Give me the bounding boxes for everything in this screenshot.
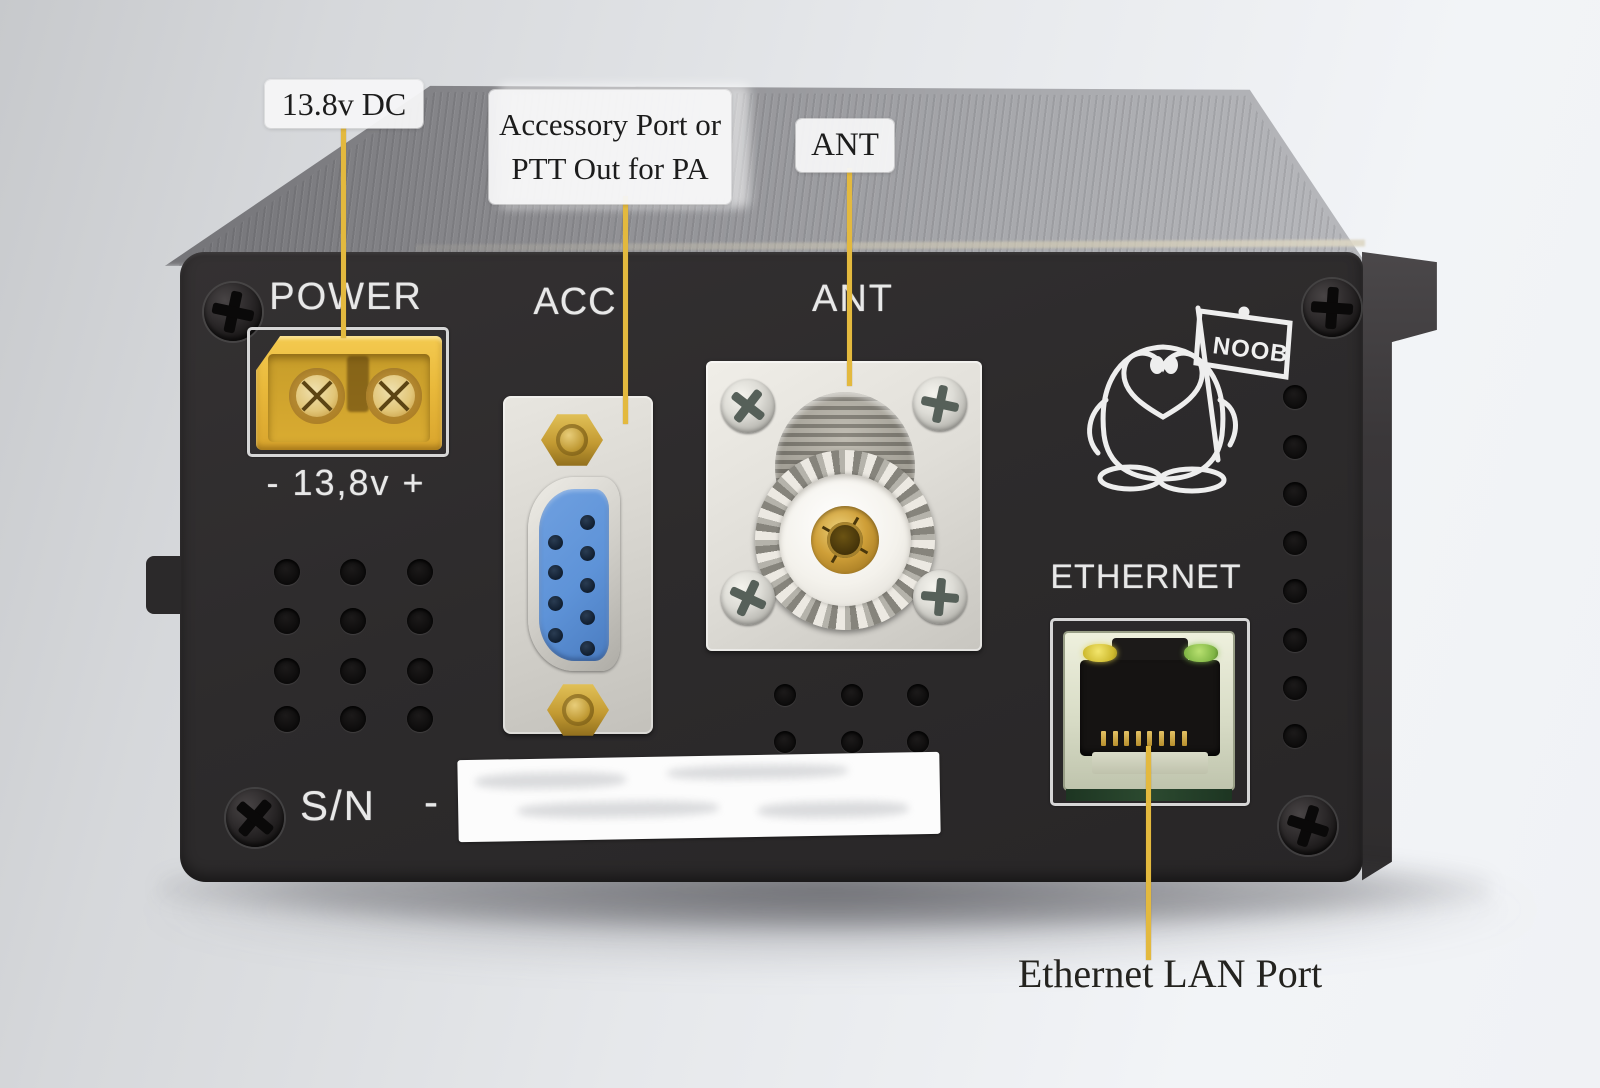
ant-section-label: ANT <box>812 278 894 320</box>
rj45-pin <box>1158 731 1164 746</box>
power-section-label: POWER <box>269 276 423 318</box>
power-voltage-label: - 13,8v + <box>266 462 426 503</box>
rj45-pin <box>1112 731 1118 746</box>
plate-screw-bottom-left <box>721 571 775 625</box>
vent-hole-middle <box>907 731 929 753</box>
ethernet-section-label: ETHERNET <box>1050 558 1242 596</box>
db9-pin-hole <box>547 534 563 550</box>
db9-pin-hole <box>579 609 595 625</box>
serial-dash: - <box>424 778 438 825</box>
callout-box-ant: ANT <box>796 119 894 172</box>
db9-pin-hole <box>547 564 563 580</box>
vent-hole-right <box>1283 385 1307 409</box>
vent-hole-right <box>1283 531 1307 555</box>
xt60-socket-negative <box>289 368 345 424</box>
vent-hole-right <box>1283 724 1307 748</box>
vent-hole-right <box>1283 676 1307 700</box>
vent-hole-middle <box>774 684 796 706</box>
vent-hole-left <box>274 559 300 585</box>
acc-section-label: ACC <box>533 281 617 323</box>
db9-pin-hole <box>579 640 595 656</box>
penguin-logo: NOOB <box>1087 305 1293 494</box>
db9-pin-hole <box>579 577 595 593</box>
vent-hole-left <box>274 706 300 732</box>
vent-hole-right <box>1283 482 1307 506</box>
left-case-tab <box>146 556 186 614</box>
leader-line-power <box>341 126 346 338</box>
plate-screw-top-left <box>721 379 775 433</box>
vent-hole-left <box>407 658 433 684</box>
db9-pin-hole <box>547 627 563 643</box>
power-connector-outline <box>247 327 449 457</box>
noob-flag <box>1193 308 1293 380</box>
vent-hole-right <box>1283 628 1307 652</box>
rj45-led-green <box>1184 644 1218 662</box>
vent-hole-left <box>340 658 366 684</box>
corner-screw-top-right <box>1303 279 1361 337</box>
db9-pin-hole <box>547 595 563 611</box>
callout-box-power: 13.8v DC <box>265 80 423 128</box>
corner-screw-bottom-right <box>1279 797 1337 855</box>
vent-hole-middle <box>841 684 863 706</box>
rj45-pin <box>1124 731 1129 746</box>
vent-hole-left <box>274 608 300 634</box>
vent-hole-left <box>407 706 433 732</box>
serial-sticker <box>457 751 941 843</box>
callout-accessory-line2: PTT Out for PA <box>511 151 709 186</box>
leader-line-accessory <box>623 196 628 424</box>
vent-hole-left <box>274 658 300 684</box>
noob-flag-text: NOOB <box>1211 332 1290 368</box>
rj45-pin <box>1101 731 1106 746</box>
vent-hole-middle <box>774 731 796 753</box>
leader-line-ant <box>847 168 852 386</box>
rj45-pin <box>1135 731 1141 746</box>
vent-hole-right <box>1283 579 1307 603</box>
db9-pin-hole <box>579 545 595 561</box>
rj45-pin <box>1170 731 1175 746</box>
device-right-side <box>1362 251 1437 881</box>
vent-hole-right <box>1283 435 1307 459</box>
callout-box-accessory: Accessory Port or PTT Out for PA <box>489 90 731 204</box>
vent-hole-left <box>407 608 433 634</box>
rj45-pin <box>1181 731 1187 746</box>
serial-label: S/N <box>300 782 377 829</box>
vent-hole-middle <box>841 731 863 753</box>
corner-screw-top-left <box>204 283 262 341</box>
vent-hole-left <box>340 706 366 732</box>
plate-screw-bottom-right <box>913 570 967 624</box>
vent-hole-left <box>407 559 433 585</box>
vent-hole-left <box>340 608 366 634</box>
corner-screw-bottom-left <box>226 789 284 847</box>
vent-hole-middle <box>907 684 929 706</box>
plate-screw-top-right <box>913 377 967 431</box>
callout-accessory-line1: Accessory Port or <box>498 107 722 142</box>
penguin-eye-right <box>1164 356 1178 374</box>
noob-flag-pole <box>1195 305 1221 463</box>
vent-hole-left <box>340 559 366 585</box>
so239-center-socket <box>811 506 879 574</box>
rj45-led-yellow <box>1083 644 1117 662</box>
noob-dot <box>1238 306 1250 318</box>
leader-line-ethernet <box>1146 746 1151 960</box>
callout-text-ethernet: Ethernet LAN Port <box>1017 951 1323 996</box>
rj45-pin <box>1147 731 1152 746</box>
xt60-socket-positive <box>366 368 422 424</box>
xt60-divider-slot <box>347 356 369 412</box>
penguin-eye-left <box>1150 356 1164 374</box>
db9-pin-hole <box>579 514 595 530</box>
